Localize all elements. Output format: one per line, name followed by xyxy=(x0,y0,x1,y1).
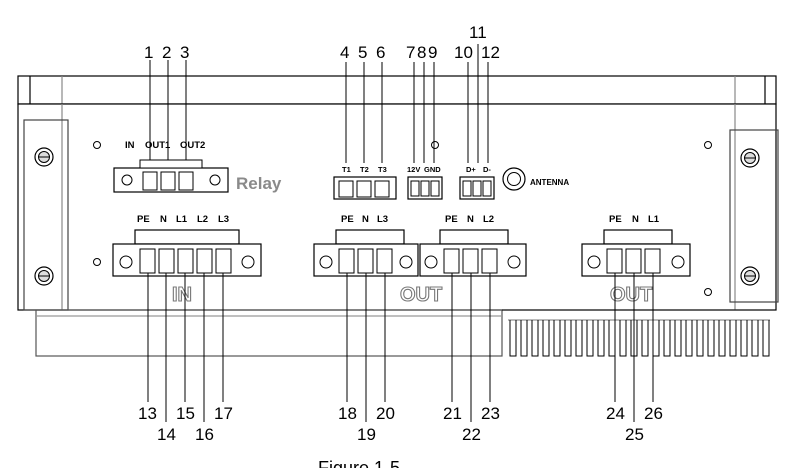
enclosure-panel xyxy=(17,103,777,311)
relay-connector: IN OUT1 OUT2 Relay xyxy=(113,140,282,193)
comm-pin-label: D- xyxy=(483,165,491,174)
relay-pin-label: IN xyxy=(125,140,135,151)
out-c-pin-label: N xyxy=(632,214,639,225)
out-c-pin-label: PE xyxy=(609,214,622,225)
screw-icon xyxy=(740,148,760,168)
screw-icons xyxy=(34,141,760,296)
callout-number: 9 xyxy=(428,43,437,62)
temperature-sensor-connector: T1 T2 T3 xyxy=(333,165,397,200)
out-b-pin-label: PE xyxy=(445,214,458,225)
in-pin-label: L1 xyxy=(176,214,188,225)
sensor-pin-label: T2 xyxy=(360,165,369,174)
out-terminal-label: OUT xyxy=(610,284,652,306)
callout-number: 21 xyxy=(443,404,462,423)
screw-icon xyxy=(34,266,54,286)
callout-number: 6 xyxy=(376,43,385,62)
comm-pin-label: D+ xyxy=(466,165,476,174)
antenna-port: ANTENNA xyxy=(502,167,569,191)
callout-number: 23 xyxy=(481,404,500,423)
callout-leaders-bottom xyxy=(147,273,654,422)
out-a-pin-label: N xyxy=(362,214,369,225)
callout-number: 26 xyxy=(644,404,663,423)
antenna-label: ANTENNA xyxy=(530,178,569,187)
mounting-hole xyxy=(704,288,712,296)
callout-number: 14 xyxy=(157,425,176,444)
callout-number: 3 xyxy=(180,43,189,62)
in-terminal-label: IN xyxy=(172,284,192,306)
callout-number: 13 xyxy=(138,404,157,423)
power-connector: 12V GND xyxy=(407,165,443,200)
sensor-pin-label: T3 xyxy=(378,165,387,174)
callout-numbers-bottom: 13 14 15 16 17 18 19 20 21 22 23 24 25 2… xyxy=(138,404,663,444)
input-terminal-block: PE N L1 L2 L3 IN xyxy=(112,214,262,307)
screw-icon xyxy=(34,147,54,167)
callout-number: 19 xyxy=(357,425,376,444)
mounting-hole xyxy=(93,258,101,266)
callout-number: 15 xyxy=(176,404,195,423)
callout-numbers-top: 1 2 3 4 5 6 7 8 9 10 11 12 xyxy=(144,23,500,62)
in-pin-label: L2 xyxy=(197,214,208,225)
enclosure xyxy=(17,75,779,357)
mounting-hole xyxy=(704,141,712,149)
power-pin-label: GND xyxy=(424,165,441,174)
callout-number: 25 xyxy=(625,425,644,444)
heatsink xyxy=(502,309,776,357)
out-terminal-label: OUT xyxy=(400,284,442,306)
enclosure-base xyxy=(35,309,503,357)
in-pin-label: PE xyxy=(137,214,150,225)
callout-number: 16 xyxy=(195,425,214,444)
callout-number: 22 xyxy=(462,425,481,444)
relay-label: Relay xyxy=(236,174,282,193)
out-a-pin-label: PE xyxy=(341,214,354,225)
output-terminal-block-l3: PE N L3 xyxy=(313,214,419,277)
communication-connector: D+ D- xyxy=(459,165,495,200)
callout-number: 10 xyxy=(454,43,473,62)
power-pin-label: 12V xyxy=(407,165,420,174)
callout-leaders-top xyxy=(149,44,489,163)
callout-number: 24 xyxy=(606,404,625,423)
callout-number: 5 xyxy=(358,43,367,62)
output-terminal-block-l1: PE N L1 OUT xyxy=(581,214,691,307)
enclosure-top-rail xyxy=(17,75,777,105)
out-b-pin-label: N xyxy=(467,214,474,225)
callout-number: 17 xyxy=(214,404,233,423)
callout-number: 7 xyxy=(406,43,415,62)
screw-icon xyxy=(740,266,760,286)
in-pin-label: N xyxy=(160,214,167,225)
callout-number: 12 xyxy=(481,43,500,62)
sensor-pin-label: T1 xyxy=(342,165,351,174)
out-b-pin-label: L2 xyxy=(483,214,494,225)
callout-number: 8 xyxy=(417,43,426,62)
callout-number: 2 xyxy=(162,43,171,62)
relay-pin-label: OUT1 xyxy=(145,140,171,151)
mounting-hole xyxy=(93,141,101,149)
output-terminal-block-l2: PE N L2 xyxy=(419,214,527,277)
figure-caption: Figure 1-5 xyxy=(318,458,400,468)
out-c-pin-label: L1 xyxy=(648,214,660,225)
mounting-hole xyxy=(431,141,439,149)
right-mounting-bracket xyxy=(729,129,779,303)
callout-number: 4 xyxy=(340,43,349,62)
callout-number: 11 xyxy=(469,23,487,42)
in-pin-label: L3 xyxy=(218,214,229,225)
relay-pin-label: OUT2 xyxy=(180,140,205,151)
callout-number: 1 xyxy=(144,43,153,62)
callout-number: 18 xyxy=(338,404,357,423)
out-a-pin-label: L3 xyxy=(377,214,388,225)
callout-number: 20 xyxy=(376,404,395,423)
